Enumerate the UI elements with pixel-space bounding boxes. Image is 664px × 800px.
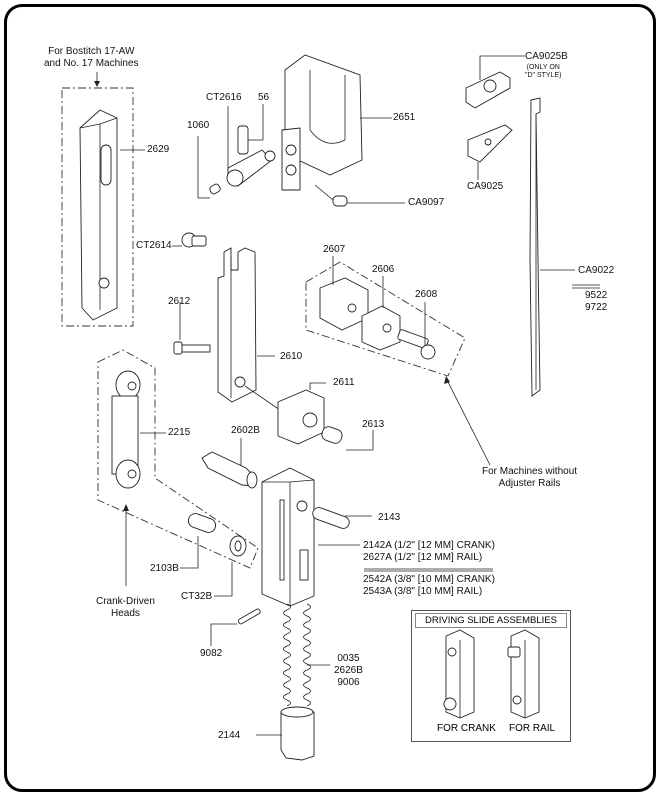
part-label-spring-group: 0035 2626B 9006: [334, 653, 363, 689]
diagram-frame: [4, 4, 656, 792]
part-label-2607: 2607: [323, 244, 346, 255]
driving-slide-legend: DRIVING SLIDE ASSEMBLIES FOR CRANK FOR R…: [411, 610, 571, 742]
crank-driven-note-line2: Heads: [111, 608, 140, 619]
part-label-ca9022: CA9022: [578, 265, 615, 276]
part-label-2543a: 2543A (3/8" [10 MM] RAIL): [363, 586, 483, 597]
part-label-2143: 2143: [378, 512, 401, 523]
legend-drawings: [443, 629, 540, 719]
part-label-2611: 2611: [333, 377, 355, 388]
group-spring: [256, 603, 330, 761]
no-adjuster-note-line2: Adjuster Rails: [498, 478, 561, 489]
group-2651: [281, 54, 405, 207]
part-label-ca9097: CA9097: [408, 197, 445, 208]
ca9025b-note-line1: (ONLY ON: [526, 64, 560, 71]
bostitch-note: For Bostitch 17-AW and No. 17 Machines: [44, 46, 139, 70]
part-label-2610: 2610: [280, 351, 303, 362]
crank-driven-note-line1: Crank-Driven: [96, 596, 155, 607]
group-pins: [197, 104, 276, 199]
legend-for-crank: FOR CRANK: [437, 723, 496, 734]
group-ca-parts: [465, 55, 600, 397]
group-2103b-ct32b: [180, 513, 247, 597]
part-label-2606: 2606: [372, 264, 395, 275]
slide-10mm-labels: 2542A (3/8" [10 MM] CRANK) 2543A (3/8" […: [363, 574, 495, 598]
part-label-9722: 9722: [585, 302, 608, 313]
part-label-2629: 2629: [147, 144, 170, 155]
group-driving-slide: [261, 467, 372, 607]
part-label-ca9025b: CA9025B: [525, 51, 568, 62]
part-label-2215: 2215: [168, 427, 191, 438]
part-label-2144: 2144: [218, 730, 241, 741]
part-label-2142a: 2142A (1/2" [12 MM] CRANK): [363, 540, 495, 551]
legend-title: DRIVING SLIDE ASSEMBLIES: [415, 613, 567, 628]
part-label-9006: 9006: [337, 677, 360, 688]
part-label-2542a: 2542A (3/8" [10 MM] CRANK): [363, 574, 495, 585]
group-no-adjuster-rails: [305, 256, 491, 466]
ca9025b-note-line2: "D" STYLE): [525, 72, 562, 79]
group-2629-plate: [61, 72, 145, 327]
group-9082: [210, 608, 261, 646]
bostitch-note-line1: For Bostitch 17-AW: [48, 46, 135, 57]
ca9025b-note: (ONLY ON "D" STYLE): [525, 64, 561, 80]
part-label-2651: 2651: [393, 112, 416, 123]
no-adjuster-note-line1: For Machines without: [482, 466, 578, 477]
group-2610: [173, 247, 275, 403]
bostitch-note-line2: and No. 17 Machines: [44, 58, 139, 69]
part-label-1060: 1060: [187, 120, 210, 131]
part-label-ct32b: CT32B: [181, 591, 213, 602]
part-label-0035: 0035: [337, 653, 360, 664]
no-adjuster-rails-note: For Machines without Adjuster Rails: [482, 466, 577, 490]
part-label-56: 56: [258, 92, 270, 103]
part-label-9522: 9522: [585, 290, 608, 301]
group-ct2614: [172, 232, 207, 248]
slide-12mm-labels: 2142A (1/2" [12 MM] CRANK) 2627A (1/2" […: [363, 540, 495, 564]
part-label-2608: 2608: [415, 289, 438, 300]
legend-for-rail: FOR RAIL: [509, 723, 556, 734]
crank-driven-note: Crank-Driven Heads: [96, 596, 155, 620]
part-label-2626b: 2626B: [334, 665, 363, 676]
part-label-ct2614: CT2614: [136, 240, 172, 251]
part-label-2613: 2613: [362, 419, 385, 430]
part-label-ca9025: CA9025: [467, 181, 504, 192]
part-label-9082: 9082: [200, 648, 223, 659]
group-2602b: [201, 438, 258, 489]
part-label-2612: 2612: [168, 296, 191, 307]
part-label-2602b: 2602B: [231, 425, 260, 436]
part-label-2627a: 2627A (1/2" [12 MM] RAIL): [363, 552, 483, 563]
group-2215: [97, 349, 259, 586]
part-label-2103b: 2103B: [150, 563, 179, 574]
part-label-ct2616: CT2616: [206, 92, 242, 103]
group-2611: [244, 382, 374, 451]
